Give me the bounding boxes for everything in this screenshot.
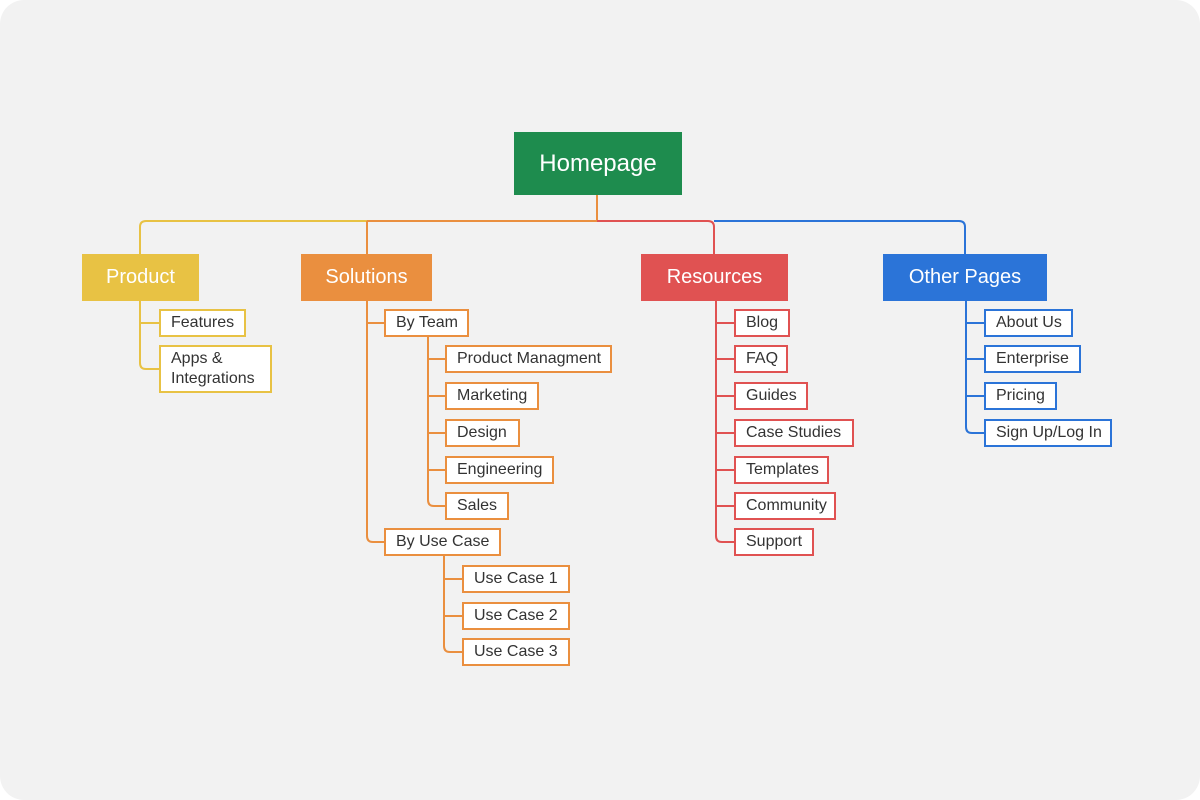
- root-node-homepage[interactable]: Homepage: [514, 132, 682, 195]
- leaf-node-guides[interactable]: Guides: [734, 382, 808, 410]
- leaf-node-faq[interactable]: FAQ: [734, 345, 788, 373]
- connector-by-use-case-stem: [443, 556, 462, 653]
- leaf-node-marketing[interactable]: Marketing: [445, 382, 539, 410]
- leaf-node-use-case-2[interactable]: Use Case 2: [462, 602, 570, 630]
- connector-root-other-pages: [714, 220, 966, 254]
- group-node-by-team[interactable]: By Team: [384, 309, 469, 337]
- connector-other-pages-stem: [965, 301, 984, 434]
- leaf-node-engineering[interactable]: Engineering: [445, 456, 554, 484]
- leaf-node-use-case-1[interactable]: Use Case 1: [462, 565, 570, 593]
- leaf-node-support[interactable]: Support: [734, 528, 814, 556]
- connector-root-product: [139, 220, 367, 254]
- leaf-node-pricing[interactable]: Pricing: [984, 382, 1057, 410]
- connector-root-bus: [367, 195, 598, 222]
- leaf-node-use-case-3[interactable]: Use Case 3: [462, 638, 570, 666]
- leaf-node-enterprise[interactable]: Enterprise: [984, 345, 1081, 373]
- leaf-node-sign-up-log-in[interactable]: Sign Up/Log In: [984, 419, 1112, 447]
- leaf-node-features[interactable]: Features: [159, 309, 246, 337]
- leaf-node-product-managment[interactable]: Product Managment: [445, 345, 612, 373]
- connector-root-resources: [597, 220, 715, 254]
- leaf-node-templates[interactable]: Templates: [734, 456, 829, 484]
- leaf-node-sales[interactable]: Sales: [445, 492, 509, 520]
- leaf-node-community[interactable]: Community: [734, 492, 836, 520]
- connector-solutions-stem: [366, 301, 384, 543]
- category-node-solutions[interactable]: Solutions: [301, 254, 432, 301]
- group-node-by-use-case[interactable]: By Use Case: [384, 528, 501, 556]
- category-node-product[interactable]: Product: [82, 254, 199, 301]
- connector-product-stem: [139, 301, 159, 370]
- category-node-resources[interactable]: Resources: [641, 254, 788, 301]
- connector-resources-stem: [715, 301, 734, 543]
- leaf-node-blog[interactable]: Blog: [734, 309, 790, 337]
- leaf-node-apps-integrations[interactable]: Apps & Integrations: [159, 345, 272, 393]
- leaf-node-case-studies[interactable]: Case Studies: [734, 419, 854, 447]
- leaf-node-design[interactable]: Design: [445, 419, 520, 447]
- connector-by-team-stem: [427, 337, 445, 507]
- leaf-node-about-us[interactable]: About Us: [984, 309, 1073, 337]
- category-node-other-pages[interactable]: Other Pages: [883, 254, 1047, 301]
